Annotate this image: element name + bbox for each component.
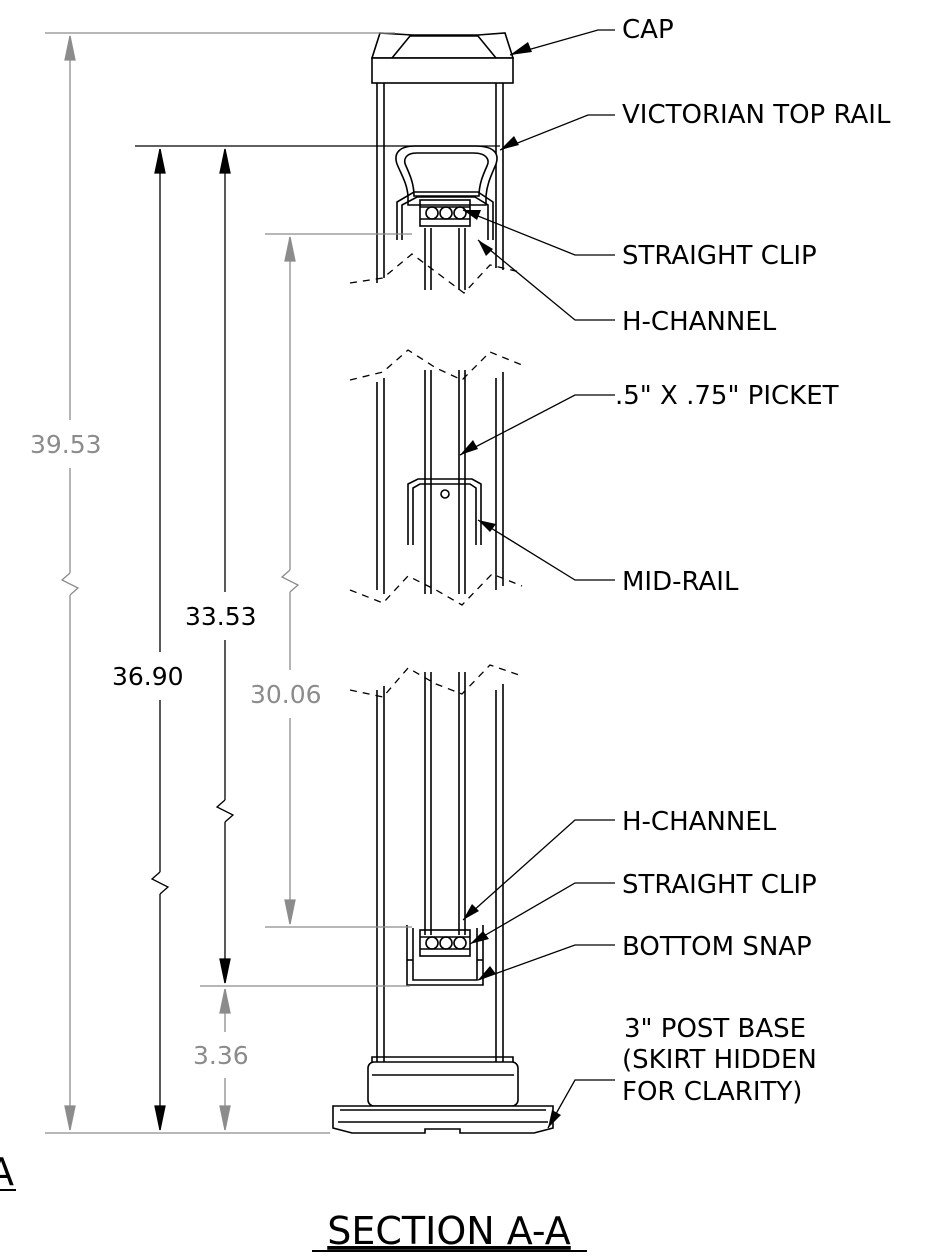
post-base	[332, 1056, 554, 1134]
label-picket: .5" X .75" PICKET	[615, 381, 839, 411]
bottom-clip-assembly	[406, 925, 484, 986]
section-title: SECTION A-A	[327, 1209, 571, 1253]
top-clip-assembly	[396, 191, 494, 240]
label-h-channel-bottom: H-CHANNEL	[622, 807, 777, 837]
label-mid-rail: MID-RAIL	[622, 567, 739, 597]
dim-picket-line	[280, 236, 300, 925]
dimension-lines	[45, 32, 500, 1134]
dim-top-rail-height: 36.90	[112, 662, 184, 691]
post-assembly	[332, 32, 554, 1134]
dim-base-to-snap: 3.36	[193, 1041, 249, 1070]
post-lower-segment	[376, 672, 504, 1062]
leader-arrowheads	[460, 42, 561, 1128]
dim-base-line	[219, 988, 231, 1131]
dim-picket-span: 30.06	[250, 680, 322, 709]
label-victorian-top-rail: VICTORIAN TOP RAIL	[622, 100, 891, 130]
label-straight-clip-bottom: STRAIGHT CLIP	[622, 870, 817, 900]
label-post-base-3: FOR CLARITY)	[622, 1077, 802, 1107]
post-middle-segment	[376, 370, 504, 594]
dim-overall: 39.53	[30, 430, 102, 459]
picket-upper	[424, 228, 466, 290]
label-post-base-2: (SKIRT HIDDEN	[622, 1045, 817, 1075]
dim-top-rail-line	[150, 148, 170, 1131]
label-straight-clip-top: STRAIGHT CLIP	[622, 241, 817, 271]
dim-overall-line	[60, 35, 80, 1131]
label-h-channel-top: H-CHANNEL	[622, 307, 777, 337]
dim-rail-to-snap: 33.53	[185, 602, 257, 631]
label-bottom-snap: BOTTOM SNAP	[622, 932, 812, 962]
dim-rail-to-snap-line	[215, 148, 235, 984]
label-post-base-1: 3" POST BASE	[624, 1014, 806, 1044]
victorian-top-rail	[395, 145, 498, 206]
mid-rail	[407, 478, 482, 545]
label-cap: CAP	[622, 15, 674, 45]
section-edge-mark: A	[0, 1150, 14, 1194]
callout-leaders	[459, 29, 615, 1129]
break-lines	[349, 253, 523, 698]
post-upper-segment	[376, 83, 504, 283]
post-cap	[370, 32, 515, 84]
